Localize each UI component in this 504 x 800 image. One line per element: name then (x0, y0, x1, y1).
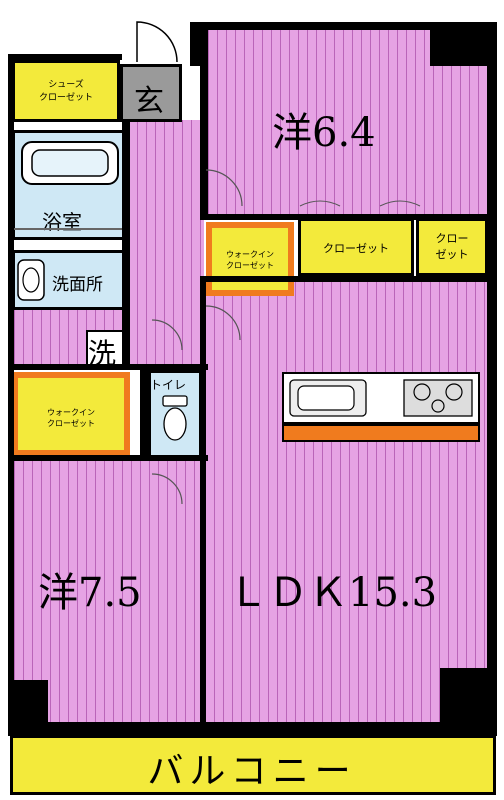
walkin-closet-left (12, 372, 130, 456)
kitchen-sink-icon (289, 379, 367, 417)
ldk-floor (205, 282, 487, 722)
balcony-label: バルコニー (147, 751, 357, 792)
ldk-label: ＬＤＫ15.3 (228, 570, 438, 616)
walkin-closet-top-label-2: クローゼット (226, 261, 274, 270)
washroom-label: 洗面所 (52, 275, 103, 295)
shoes-closet (12, 60, 120, 122)
sink-icon (17, 259, 45, 301)
closet-right-label-1: クロー (435, 232, 469, 245)
walkin-closet-left-label-2: クローゼット (47, 419, 95, 428)
walkin-closet-left-label-1: ウォークイン (47, 408, 95, 417)
closet-right (416, 218, 488, 276)
shoes-closet-label-1: シューズ (48, 80, 84, 90)
western-a-label: 洋6.4 (272, 110, 376, 156)
bathroom-label: 浴室 (42, 210, 82, 234)
stove-icon (403, 379, 473, 417)
bathtub-icon (21, 141, 119, 185)
closet-right-label-2: ゼット (435, 248, 469, 261)
walkin-closet-top-label-1: ウォークイン (226, 250, 274, 259)
closet-mid-label: クローゼット (323, 242, 389, 255)
shoes-closet-label-2: クローゼット (38, 93, 93, 103)
western-b-label: 洋7.5 (38, 570, 142, 616)
walkin-closet-top (206, 222, 294, 296)
toilet-label: トイレ (150, 378, 187, 392)
entrance-label: 玄 (134, 84, 164, 119)
kitchen-counter-edge (282, 424, 480, 442)
entrance (120, 64, 182, 122)
balcony (10, 733, 496, 795)
toilet-icon (162, 395, 188, 441)
entrance-door-icon (136, 21, 178, 63)
hallway-floor (128, 120, 204, 368)
